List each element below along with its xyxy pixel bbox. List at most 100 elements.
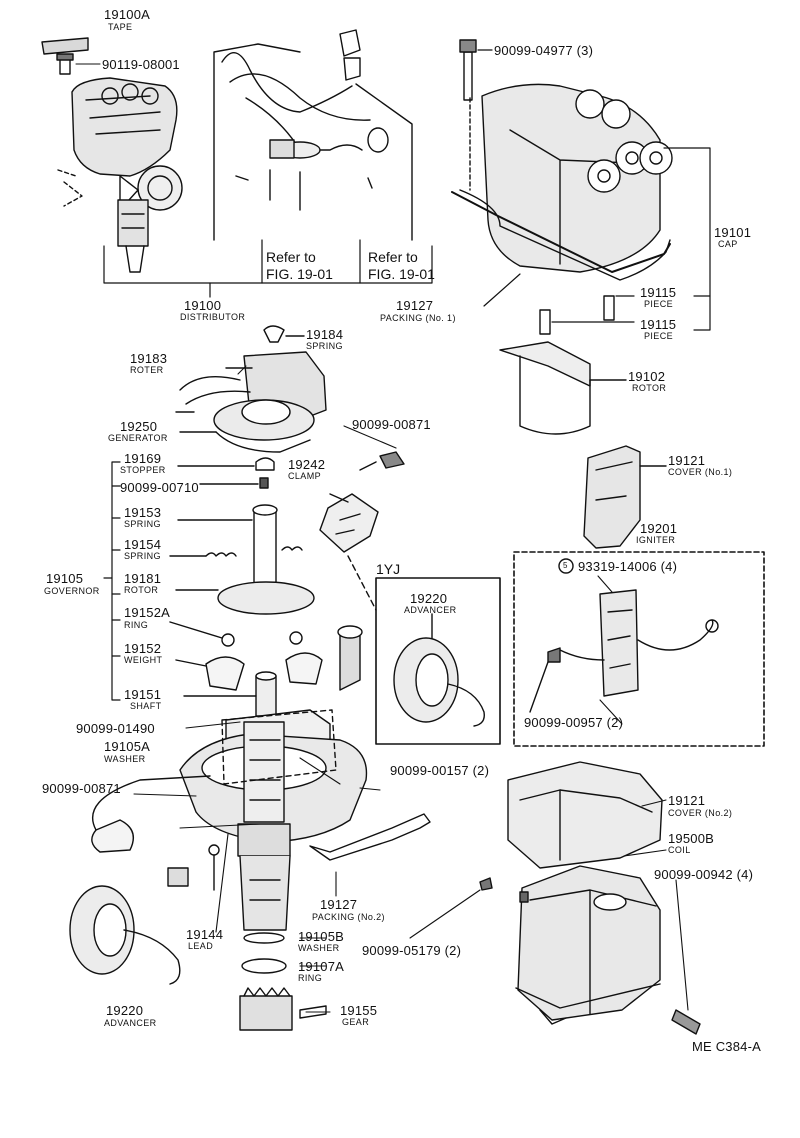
part-caption-ring-107a: RING: [298, 973, 323, 983]
part-caption-cover-no2: COVER (No.2): [668, 808, 733, 818]
part-number-19107a: 19107A: [298, 959, 345, 974]
cover-no2-icon: [507, 761, 663, 869]
part-caption-distributor: DISTRIBUTOR: [180, 312, 246, 322]
ref-left-line1: Refer to: [266, 249, 316, 265]
part-caption-washer-105b: WASHER: [298, 943, 340, 953]
part-caption-rotor-top: ROTOR: [632, 383, 667, 393]
part-number-piece-1: 19115: [640, 285, 677, 300]
part-number-19250: 19250: [120, 419, 158, 434]
part-number-14006: 93319-14006 (4): [578, 559, 678, 574]
part-number-19105: 19105: [46, 571, 84, 586]
part-caption-rotor-181: ROTOR: [124, 585, 159, 595]
clamp-icon: [319, 451, 405, 611]
ref-left-line2: FIG. 19-01: [266, 266, 333, 282]
part-number-screw-clamp: 90099-00871: [352, 417, 431, 432]
group-label-1yj: 1YJ: [376, 561, 401, 577]
governor-parts-icon: [169, 457, 323, 717]
part-caption-weight: WEIGHT: [124, 655, 163, 665]
part-number-cover-no1: 19121: [668, 453, 706, 468]
part-caption-tape: TAPE: [108, 22, 133, 32]
part-number-00957: 90099-00957 (2): [524, 715, 624, 730]
part-caption-cover-no1: COVER (No.1): [668, 467, 733, 477]
part-number-19101: 19101: [714, 225, 752, 240]
1yj-variant-box: [375, 577, 501, 745]
part-caption-ring-152a: RING: [124, 620, 149, 630]
part-caption-packing-no1: PACKING (No. 1): [380, 313, 456, 323]
part-number-19105b: 19105B: [298, 929, 345, 944]
part-caption-spring-top: SPRING: [306, 341, 343, 351]
governor-bracket: [103, 461, 121, 701]
part-caption-advancer: ADVANCER: [104, 1018, 157, 1028]
part-caption-gear: GEAR: [342, 1017, 370, 1027]
part-number-00871-left: 90099-00871: [42, 781, 121, 796]
rotor-top-icon: [499, 341, 627, 435]
wiring-harness-icon: [213, 29, 413, 241]
part-caption-generator: GENERATOR: [108, 433, 168, 443]
cover-no1-icon: [583, 445, 667, 549]
part-caption-washer-105a: WASHER: [104, 754, 146, 764]
leader-lines: [75, 63, 689, 1013]
part-number-cover-no2: 19121: [668, 793, 706, 808]
part-number-19105a: 19105A: [104, 739, 151, 754]
part-caption-advancer-1yj: ADVANCER: [404, 605, 457, 615]
cap-leader-lines: [477, 49, 711, 331]
part-number-00942: 90099-00942 (4): [654, 867, 754, 882]
part-number-19183: 19183: [130, 351, 168, 366]
part-number-19500b: 19500B: [668, 831, 715, 846]
part-number-bolt-top: 90119-08001: [102, 57, 180, 72]
distributor-cap-icon: [451, 39, 673, 335]
part-number-19181: 19181: [124, 571, 162, 586]
part-number-19242: 19242: [288, 457, 326, 472]
part-number-01490: 90099-01490: [76, 721, 155, 736]
ref-right-line2: FIG. 19-01: [368, 266, 435, 282]
part-number-19220-1yj: 19220: [410, 591, 448, 606]
circled-5-marker: 5: [563, 561, 568, 570]
drawing-code: ME C384-A: [692, 1039, 761, 1054]
distributor-bracket-lines: [103, 239, 433, 298]
part-number-00710: 90099-00710: [120, 480, 199, 495]
part-caption-roter: ROTER: [130, 365, 164, 375]
vacuum-advancer-icon: [69, 775, 220, 985]
igniter-box: [513, 551, 765, 747]
part-caption-clamp: CLAMP: [288, 471, 322, 481]
part-number-19169: 19169: [124, 451, 162, 466]
distributor-assembly-icon: [41, 37, 183, 273]
part-number-19102: 19102: [628, 369, 666, 384]
part-number-19152: 19152: [124, 641, 162, 656]
part-caption-packing-no2: PACKING (No.2): [312, 912, 385, 922]
part-caption-coil: COIL: [668, 845, 691, 855]
packing-no2-icon: [309, 813, 431, 861]
part-caption-spring-153: SPRING: [124, 519, 161, 529]
part-number-19201: 19201: [640, 521, 678, 536]
part-number-piece-2: 19115: [640, 317, 677, 332]
part-number-19184: 19184: [306, 327, 344, 342]
part-caption-cap: CAP: [718, 239, 738, 249]
roter-generator-icon: [175, 325, 327, 453]
part-number-19152a: 19152A: [124, 605, 171, 620]
ref-right-line1: Refer to: [368, 249, 418, 265]
part-caption-piece-1: PIECE: [644, 299, 674, 309]
part-caption-lead: LEAD: [188, 941, 214, 951]
part-number-19100: 19100: [184, 298, 222, 313]
part-caption-piece-2: PIECE: [644, 331, 674, 341]
part-number-19154: 19154: [124, 537, 162, 552]
part-number-19220: 19220: [106, 1003, 144, 1018]
part-number-19127-no2: 19127: [320, 897, 358, 912]
part-number-19144: 19144: [186, 927, 224, 942]
ignition-coil-icon: [479, 865, 701, 1035]
part-caption-governor: GOVERNOR: [44, 586, 100, 596]
part-caption-stopper: STOPPER: [120, 465, 166, 475]
part-caption-shaft: SHAFT: [130, 701, 162, 711]
part-number-05179: 90099-05179 (2): [362, 943, 462, 958]
part-number-19153: 19153: [124, 505, 162, 520]
part-number-19100a: 19100A: [104, 7, 151, 22]
part-caption-igniter: IGNITER: [636, 535, 676, 545]
part-number-19127-no1: 19127: [396, 298, 434, 313]
part-number-19155: 19155: [340, 1003, 378, 1018]
part-number-19151: 19151: [124, 687, 162, 702]
distributor-housing-icon: [179, 625, 368, 1031]
part-number-screw-cap: 90099-04977 (3): [494, 43, 594, 58]
part-caption-spring-154: SPRING: [124, 551, 161, 561]
